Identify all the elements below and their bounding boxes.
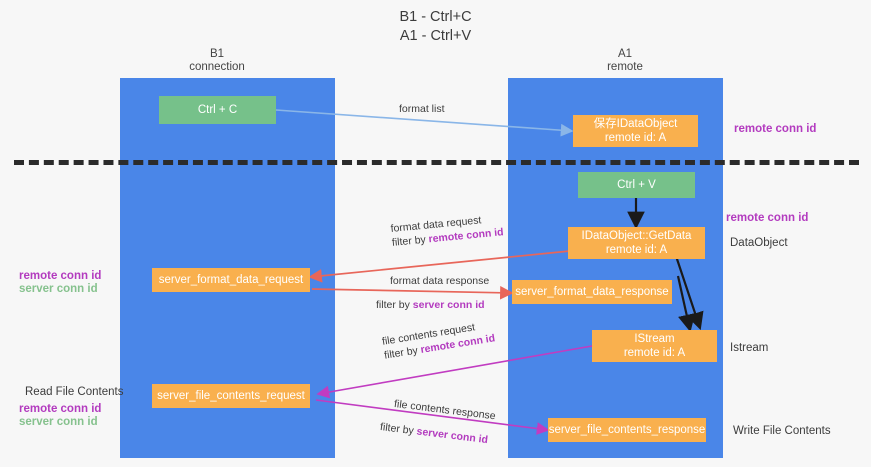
page-title: B1 - Ctrl+C A1 - Ctrl+V — [0, 8, 871, 46]
box-server-file-contents-request-label: server_file_contents_request — [157, 390, 305, 402]
label-file-contents-response-filter: filter by server conn id — [379, 420, 488, 447]
note-text: server conn id — [19, 416, 98, 428]
note-left-remote-conn-id: remote conn id — [19, 269, 101, 283]
filter-prefix: filter by — [376, 299, 413, 311]
box-ctrl-v-label: Ctrl + V — [617, 179, 656, 191]
label-format-data-response-text: format data response — [390, 275, 490, 287]
note-right-remote-conn-id-top: remote conn id — [734, 122, 816, 136]
box-istream[interactable]: IStream remote id: A — [592, 330, 717, 362]
note-text: remote conn id — [19, 403, 102, 415]
box-server-file-contents-response[interactable]: server_file_contents_response — [548, 418, 706, 442]
label-file-contents-response-text: file contents response — [393, 397, 497, 423]
lane-header-b1: B1 connection — [152, 48, 282, 74]
note-text: Write File Contents — [733, 425, 831, 437]
note-right-istream: Istream — [730, 341, 768, 355]
note-text: remote conn id — [734, 123, 817, 135]
filter-key-server-conn-id: server conn id — [412, 299, 485, 311]
box-server-format-data-request[interactable]: server_format_data_request — [152, 268, 310, 292]
phase-divider — [14, 160, 859, 165]
note-text: Istream — [730, 342, 769, 354]
box-server-format-data-response[interactable]: server_format_data_response — [512, 280, 672, 304]
note-right-remote-conn-id-mid: remote conn id — [726, 211, 808, 225]
box-server-file-contents-request[interactable]: server_file_contents_request — [152, 384, 310, 408]
box-save-idataobject-line1: 保存IDataObject — [593, 118, 678, 130]
lane-header-b1-role: connection — [189, 61, 245, 73]
box-istream-line2: remote id: A — [623, 347, 686, 359]
box-ctrl-c-label: Ctrl + C — [197, 104, 238, 116]
box-server-format-data-request-label: server_format_data_request — [158, 274, 304, 286]
box-getdata-line2: remote id: A — [605, 244, 668, 256]
box-getdata[interactable]: IDataObject::GetData remote id: A — [568, 227, 705, 259]
label-file-contents-response: file contents response — [393, 397, 496, 423]
note-text: remote conn id — [726, 212, 809, 224]
note-left-bottom-server-conn-id: server conn id — [19, 415, 98, 429]
box-save-idataobject[interactable]: 保存IDataObject remote id: A — [573, 115, 698, 147]
note-right-dataobject: DataObject — [730, 236, 788, 250]
note-left-server-conn-id: server conn id — [19, 282, 98, 296]
note-text: DataObject — [730, 237, 788, 249]
lane-header-a1-name: A1 — [617, 48, 633, 60]
label-format-data-request: format data request filter by remote con… — [390, 211, 504, 250]
lane-header-b1-name: B1 — [209, 48, 225, 60]
note-left-read-file-contents: Read File Contents — [25, 385, 123, 399]
lane-header-a1: A1 remote — [560, 48, 690, 74]
note-left-bottom-remote-conn-id: remote conn id — [19, 402, 101, 416]
label-file-contents-request: file contents request filter by remote c… — [381, 317, 496, 362]
box-getdata-line1: IDataObject::GetData — [581, 230, 692, 242]
label-format-data-response: format data response — [390, 274, 489, 288]
title-line-2: A1 - Ctrl+V — [399, 28, 472, 44]
box-server-file-contents-response-label: server_file_contents_response — [548, 424, 706, 436]
wire-format-data-response — [311, 285, 514, 300]
box-server-format-data-response-label: server_format_data_response — [515, 286, 669, 298]
label-format-list: format list — [399, 102, 445, 116]
filter-key-server-conn-id: server conn id — [415, 425, 489, 447]
box-ctrl-c[interactable]: Ctrl + C — [159, 96, 276, 124]
box-save-idataobject-line2: remote id: A — [604, 132, 667, 144]
note-text: remote conn id — [19, 270, 102, 282]
note-text: Read File Contents — [25, 386, 124, 398]
lane-header-a1-role: remote — [607, 61, 643, 73]
filter-prefix: filter by — [391, 233, 430, 249]
label-format-data-response-filter: filter by server conn id — [376, 298, 485, 312]
box-istream-line1: IStream — [634, 333, 675, 345]
title-line-1: B1 - Ctrl+C — [399, 9, 472, 25]
box-ctrl-v[interactable]: Ctrl + V — [578, 172, 695, 198]
label-format-list-text: format list — [399, 103, 445, 115]
note-right-write-file-contents: Write File Contents — [733, 424, 831, 438]
note-text: server conn id — [19, 283, 98, 295]
filter-prefix: filter by — [379, 420, 418, 438]
